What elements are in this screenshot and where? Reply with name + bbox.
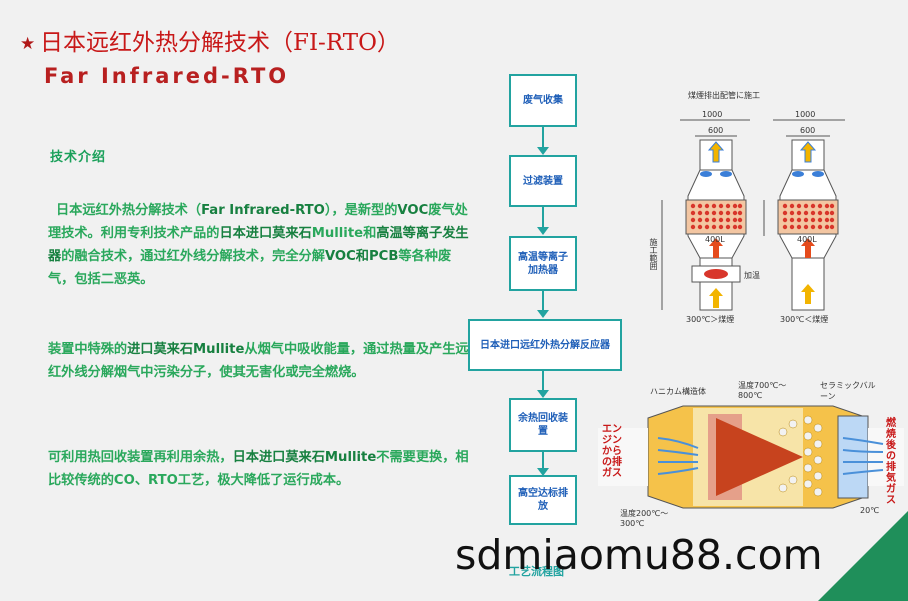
highlight-text: VOC和PCB	[324, 249, 399, 264]
flow-arrow	[537, 207, 549, 235]
star-icon: ★	[20, 34, 36, 54]
flow-step-plasma-heater: 高温等离子加热器	[509, 236, 577, 291]
flow-arrow	[537, 127, 549, 155]
intro-paragraph: 日本远红外热分解技术（Far Infrared-RTO），是新型的VOC废气处理…	[48, 199, 473, 291]
paragraph-text: ），是新型的	[324, 203, 398, 218]
volume-right: 400L	[797, 235, 817, 244]
flow-step-filter: 过滤装置	[509, 155, 577, 207]
ceramic-label: セラミックバルーン	[820, 381, 876, 401]
page-title: 日本远红外热分解技术（FI-RTO）	[40, 30, 400, 56]
paragraph-text: 等各种废气，包括二恶英。	[48, 249, 452, 287]
paragraph-text: 可利用热回收装置再利用余热，	[48, 450, 233, 465]
right-bottom-label: 300℃＜煤煙	[780, 315, 829, 324]
paragraph-text: 装置中特殊的	[48, 342, 128, 357]
chimney-unit-left	[661, 119, 750, 311]
dim-inner-right: 600	[800, 126, 816, 135]
dim-inner-left: 600	[708, 126, 724, 135]
highlight-text: 高温等离子发生器	[48, 226, 469, 264]
chimney-unit-right	[763, 119, 845, 311]
paragraph-text: 的融合技术，通过红外线分解技术，完全分解	[61, 249, 325, 264]
paragraph-text: 从烟气中吸收能量，通过热量及产生远红外线分解烟气中污染分子，使其无害化或完全燃烧…	[48, 342, 469, 380]
flow-arrow	[537, 452, 549, 476]
reactor-diagram: ハニカム構造体 温度700℃～800℃ セラミックバルーン エンジンからの排ガス…	[598, 378, 904, 528]
temp-top-label: 温度700℃～800℃	[738, 381, 787, 400]
left-bottom-label: 300℃＞煤煙	[686, 315, 735, 324]
paragraph-text: 不需要更换，相比较传统的CO、RTO工艺，极大降低了运行成本。	[48, 450, 469, 488]
flow-step-reactor: 日本进口远红外热分解反应器	[468, 319, 622, 371]
side-label: 施工範囲	[649, 238, 658, 270]
flow-arrow	[537, 371, 549, 398]
section-heading: 技术介绍	[50, 150, 107, 165]
diagram-top-caption: 煤煙排出配管に施工	[688, 91, 760, 100]
watermark: sdmiaomu88.com	[455, 531, 823, 579]
paragraph-text: 日本远红外热分解技术（	[56, 203, 202, 218]
paragraph-text: 废气处理技术。利用专利技术产品的	[48, 203, 468, 241]
chimney-diagram: 煤煙排出配管に施工 1000 600 1000 600 400L 400L 施工…	[640, 88, 900, 328]
highlight-text: 日本进口莫来石	[219, 226, 312, 241]
temp-bottom-label: 温度200℃～300℃	[620, 509, 669, 528]
dim-outer-left: 1000	[702, 110, 723, 119]
flow-caption: 工艺流程图	[509, 565, 564, 578]
corner-decoration	[818, 511, 908, 601]
highlight-text: 进口莫来石Mullite	[127, 342, 245, 357]
heater-label: 加温	[744, 271, 760, 280]
reactor-diagram-svg	[598, 405, 904, 509]
highlight-text: VOC	[397, 203, 429, 218]
after-exhaust-label: 燃焼後の排気ガス	[886, 418, 896, 506]
device-paragraph: 装置中特殊的进口莫来石Mullite从烟气中吸收能量，通过热量及产生远红外线分解…	[48, 338, 473, 384]
volume-left: 400L	[705, 235, 725, 244]
flow-step-collection: 废气收集	[509, 74, 577, 127]
page-subtitle: Far Infrared-RTO	[44, 64, 290, 88]
flow-step-heat-recovery: 余热回收装置	[509, 398, 577, 452]
honeycomb-label: ハニカム構造体	[650, 387, 706, 396]
temp-right-label: 20℃	[860, 506, 880, 515]
highlight-text: Far Infrared-RTO	[201, 203, 325, 218]
flow-step-emission: 高空达标排放	[509, 475, 577, 525]
paragraph-text: Mullite和	[311, 226, 377, 241]
heat-recovery-paragraph: 可利用热回收装置再利用余热，日本进口莫来石Mullite不需要更换，相比较传统的…	[48, 446, 473, 492]
dim-outer-right: 1000	[795, 110, 816, 119]
engine-exhaust-label: エンジンからの排ガス	[602, 424, 622, 479]
flow-arrow	[537, 291, 549, 318]
highlight-text: 日本进口莫来石Mullite	[232, 450, 377, 465]
chimney-diagram-svg	[661, 119, 845, 311]
